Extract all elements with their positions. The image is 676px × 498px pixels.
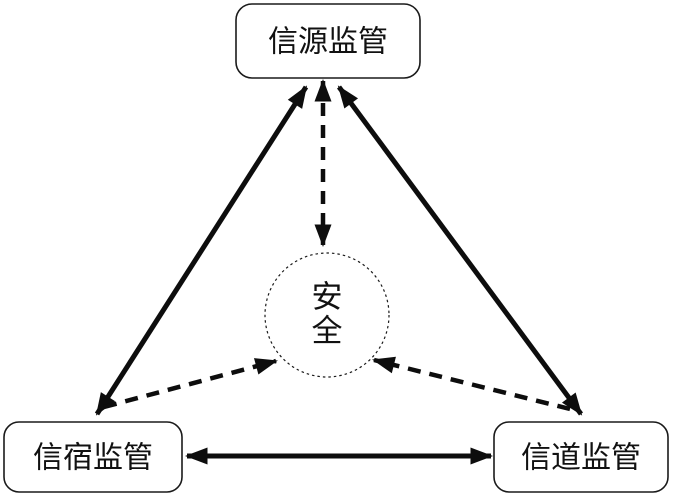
security-label-line1: 安 xyxy=(312,280,343,315)
edge-channel-security-dashed-arrow xyxy=(372,356,571,412)
edge-source-channel-solid-arrow xyxy=(336,85,584,416)
source-node-label: 信源监管 xyxy=(268,26,388,59)
source-node-box xyxy=(235,3,421,79)
edge-sink-security-dashed-arrow xyxy=(103,358,278,410)
channel-node-box xyxy=(493,421,669,493)
sink-node-label: 信宿监管 xyxy=(33,442,153,475)
channel-node-label: 信道监管 xyxy=(521,442,641,475)
edge-source-sink-solid-arrow xyxy=(94,85,309,416)
security-circle xyxy=(264,252,390,378)
sink-node-box xyxy=(3,421,183,493)
security-label-line2: 全 xyxy=(312,314,343,349)
